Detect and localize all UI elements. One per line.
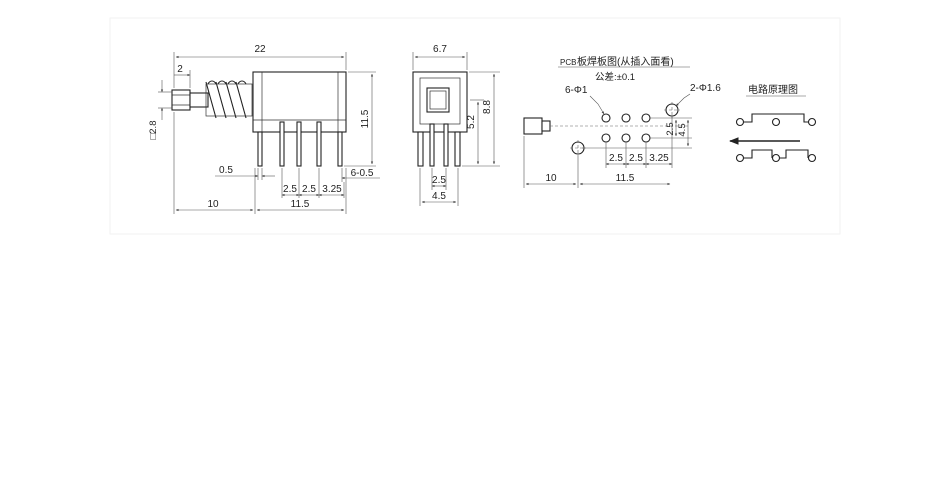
drawing-panel (109, 17, 841, 235)
end-view: 6.7 5.2 8.8 2.5 4.5 (412, 44, 500, 206)
dim-pin-pitch-1: 2.5 (283, 184, 297, 195)
pcb-title: 板焊板图(从插入面看) (577, 55, 674, 68)
plunger-shaft (189, 92, 209, 108)
pcb-tolerance: 公差:±0.1 (595, 71, 635, 83)
dim-pin-thickness: 0.5 (219, 165, 233, 176)
dim-total-length: 22 (254, 44, 266, 55)
dim-plunger-travel: 2 (177, 64, 183, 75)
end-plunger-square (426, 87, 450, 113)
pcb-dim-left: 10 (545, 173, 557, 184)
dim-end-pin-spacing: 2.5 (432, 175, 446, 186)
pcb-hole-label-large: 2-Φ1.6 (690, 83, 721, 94)
pin-3 (316, 121, 322, 167)
dim-body-height: 11.5 (360, 109, 371, 128)
pcb-layout: PCB 板焊板图(从插入面看) 公差:±0.1 6-Φ1 2-Φ1.6 2.5 (523, 55, 721, 188)
dim-end-inner-height: 5.2 (466, 115, 477, 129)
pcb-hole-small (601, 113, 611, 123)
pcb-hole-label-small: 6-Φ1 (565, 85, 588, 96)
pcb-dim-pitch-3: 3.25 (649, 153, 669, 164)
dim-pin-count: 6-0.5 (351, 168, 374, 179)
plunger-tip (171, 89, 191, 111)
dim-end-total-height: 8.8 (482, 100, 493, 114)
dim-pin-pitch-3: 3.25 (322, 184, 342, 195)
side-view: 22 2 □2.8 11.5 0.5 6-0.5 2.5 (148, 44, 380, 214)
dim-plunger-size: □2.8 (148, 121, 159, 140)
dim-pin-pitch-2: 2.5 (302, 184, 316, 195)
dim-plunger-length: 10 (207, 199, 219, 210)
circuit-diagram: 电路原理图 (729, 83, 817, 163)
pcb-dim-row-spacing: 2.5 (665, 122, 676, 135)
pcb-dim-pitch-2: 2.5 (629, 153, 643, 164)
spring (205, 80, 253, 119)
pcb-plunger-indicator (523, 117, 543, 135)
dim-end-leg-span: 4.5 (432, 191, 446, 202)
dim-body-length: 11.5 (291, 199, 310, 210)
dim-end-width: 6.7 (433, 44, 447, 55)
pcb-hole-small (621, 113, 631, 123)
pin-2 (296, 121, 302, 167)
circuit-title: 电路原理图 (748, 83, 798, 96)
pcb-title-prefix: PCB (560, 58, 576, 67)
left-leg (257, 131, 263, 167)
pin-1 (279, 121, 285, 167)
pcb-dim-offset: 4.5 (677, 123, 688, 136)
pcb-dim-span: 11.5 (616, 173, 635, 184)
pcb-dim-pitch-1: 2.5 (609, 153, 623, 164)
right-leg (337, 131, 343, 167)
